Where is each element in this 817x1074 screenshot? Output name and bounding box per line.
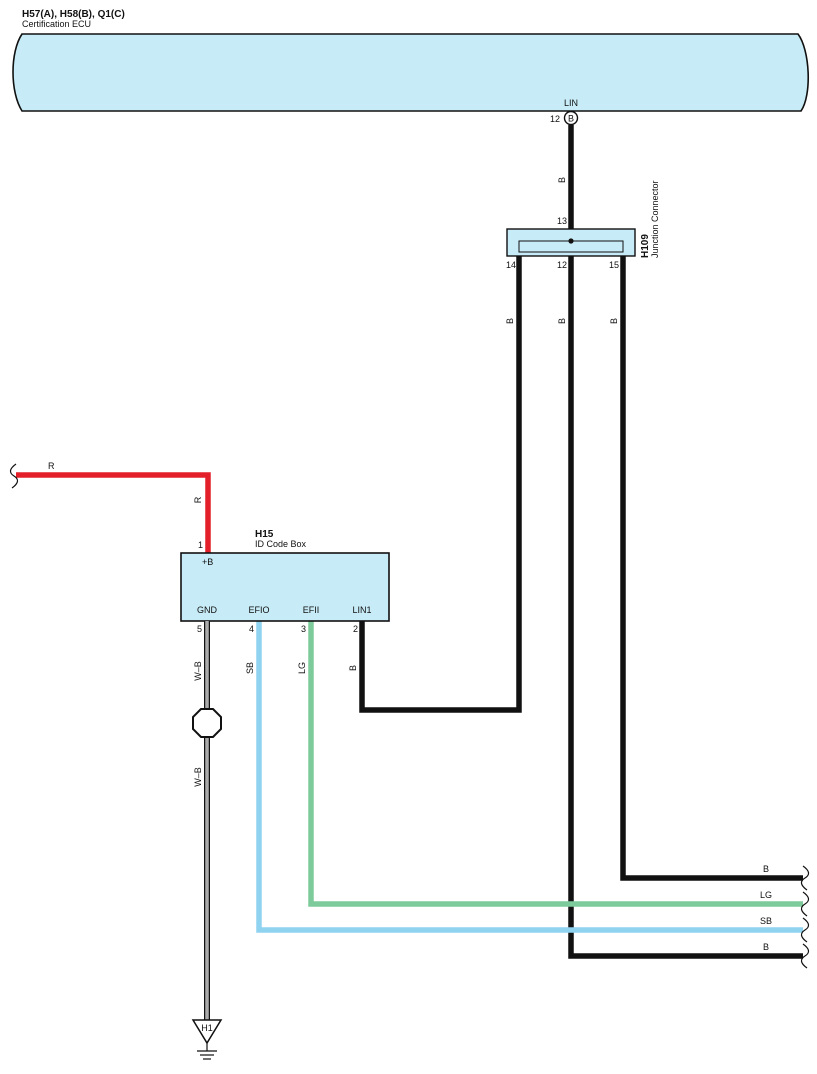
pin-plus-b-label: +B (202, 557, 213, 567)
pin-plus-b-number: 1 (198, 540, 203, 550)
junction-splice-dot (568, 238, 574, 244)
wire-label-lin1: B (348, 665, 358, 671)
junction-pin-mid: 12 (557, 260, 567, 270)
wire-label-out-2: LG (760, 890, 772, 900)
ground-point-h1: H1 (191, 1019, 223, 1060)
wire-junction-right-to-output (620, 256, 803, 881)
ecu-connector-letter: B (568, 114, 574, 124)
wire-efio-sb (256, 621, 803, 933)
wire-label-red-horizontal: R (48, 461, 55, 471)
junction-name: Junction Connector (650, 180, 660, 258)
ground-splice-octagon (192, 708, 222, 738)
pin-gnd-label: GND (197, 605, 218, 615)
certification-ecu: H57(A), H58(B), Q1(C) Certification ECU … (12, 9, 809, 126)
pin-efii-label: EFII (303, 605, 320, 615)
pin-lin1-label: LIN1 (352, 605, 371, 615)
id-code-box: H15 ID Code Box +B 1 GND 5 EFIO 4 EFII 3… (180, 529, 390, 634)
junction-pin-in: 13 (557, 216, 567, 226)
pin-efio-number: 4 (249, 624, 254, 634)
ecu-connector-marker (563, 110, 579, 126)
wire-labels: B B B B R R W–B W–B SB LG B B LG SB B (48, 177, 772, 952)
id-box-body (180, 552, 390, 622)
wire-label-junction-left: B (505, 318, 515, 324)
pin-efio-label: EFIO (248, 605, 269, 615)
wire-label-out-1: B (763, 864, 769, 874)
id-box-id: H15 (255, 529, 274, 540)
pin-gnd-number: 5 (197, 624, 202, 634)
wire-label-junction-right: B (609, 318, 619, 324)
junction-pin-left: 14 (506, 260, 516, 270)
break-mark-left-red (9, 463, 19, 489)
wire-label-efio: SB (245, 662, 255, 674)
break-mark-out-4 (800, 943, 810, 969)
junction-pin-right: 15 (609, 260, 619, 270)
junction-id: H109 (640, 234, 651, 258)
break-mark-out-2 (800, 891, 810, 917)
ground-triangle (191, 1019, 223, 1045)
ground-label: H1 (201, 1023, 213, 1033)
ecu-pin-number: 12 (550, 114, 560, 124)
wire-junction-mid-to-output (568, 256, 803, 959)
black-wires (359, 125, 803, 959)
wire-plus-b-red (16, 472, 211, 553)
wire-label-ecu-to-junction: B (557, 177, 567, 183)
wire-efii-lg (308, 621, 803, 907)
wire-junction-left-to-lin1 (359, 256, 522, 713)
wire-label-out-4: B (763, 942, 769, 952)
wire-label-red-vertical: R (193, 496, 203, 503)
wire-label-gnd-lower: W–B (193, 767, 203, 787)
ecu-name: Certification ECU (22, 19, 91, 29)
wire-label-gnd-upper: W–B (193, 661, 203, 681)
wire-label-out-3: SB (760, 916, 772, 926)
junction-connector: 13 14 12 15 H109 Junction Connector (506, 180, 660, 270)
break-mark-out-3 (800, 917, 810, 943)
break-marks (9, 463, 810, 969)
ecu-id: H57(A), H58(B), Q1(C) (22, 9, 125, 20)
id-box-name: ID Code Box (255, 539, 307, 549)
wire-label-efii: LG (297, 662, 307, 674)
pin-efii-number: 3 (301, 624, 306, 634)
wire-label-junction-mid: B (557, 318, 567, 324)
break-mark-out-1 (800, 865, 810, 891)
pin-lin1-number: 2 (353, 624, 358, 634)
ecu-pin-label: LIN (564, 98, 578, 108)
ecu-body (12, 33, 809, 112)
